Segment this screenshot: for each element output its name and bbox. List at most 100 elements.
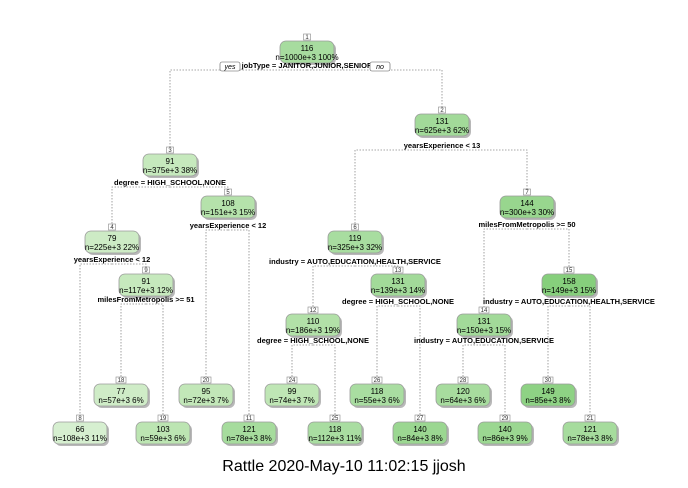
node-info-19: n=59e+3 6%	[140, 434, 185, 443]
edge-15-30	[547, 305, 569, 380]
edge-4-9	[112, 263, 147, 270]
node-box-18	[93, 383, 149, 407]
node-number-box-7	[523, 188, 531, 196]
node-number-box-29	[499, 414, 511, 422]
node-box-30	[520, 383, 576, 407]
node-number-box-2	[438, 106, 446, 114]
edge-5-20	[205, 229, 228, 380]
node-info-24: n=74e+3 7%	[269, 396, 314, 405]
edge-5-11	[228, 229, 250, 418]
node-number-box-12	[307, 306, 319, 314]
node-number-box-6	[351, 223, 359, 231]
edge-7-14	[483, 228, 527, 310]
node-value-29: 140	[498, 425, 512, 434]
node-value-21: 121	[583, 425, 597, 434]
edge-2-7	[442, 149, 528, 192]
node-box-1	[279, 40, 335, 64]
node-info-27: n=84e+3 8%	[397, 434, 442, 443]
node-value-13: 131	[391, 277, 405, 286]
node-info-7: n=300e+3 30%	[500, 208, 554, 217]
node-number-box-19	[157, 414, 169, 422]
node-value-28: 120	[456, 387, 470, 396]
split-labels: jobType = JANITOR,JUNIOR,SENIORyearsExpe…	[74, 61, 655, 345]
node-box-11	[221, 421, 277, 445]
edge-3-5	[170, 186, 229, 192]
edge-3-4	[111, 186, 170, 227]
node-value-8: 66	[76, 425, 85, 434]
node-number-box-24	[286, 376, 298, 384]
node-box-9	[118, 273, 174, 297]
no-branch-box	[369, 61, 391, 72]
node-box-4	[84, 230, 140, 254]
node-box-3	[142, 153, 198, 177]
node-box-2	[414, 113, 470, 137]
node-info-5: n=151e+3 15%	[201, 208, 255, 217]
node-info-20: n=72e+3 7%	[183, 396, 228, 405]
node-value-14: 131	[477, 317, 491, 326]
node-value-26: 118	[371, 387, 384, 396]
node-number-25: 25	[332, 416, 339, 422]
node-value-18: 77	[117, 387, 126, 396]
node-number-box-18	[115, 376, 127, 384]
node-value-19: 103	[156, 425, 170, 434]
yes-branch-label: yes	[224, 64, 236, 71]
node-number-7: 7	[525, 190, 529, 196]
node-value-27: 140	[413, 425, 427, 434]
node-value-25: 118	[329, 425, 342, 434]
node-box-28	[435, 383, 491, 407]
node-number-26: 26	[374, 378, 381, 384]
edge-14-29	[484, 344, 506, 418]
split-label-12: degree = HIGH_SCHOOL,NONE	[257, 336, 369, 345]
node-info-6: n=325e+3 32%	[328, 243, 382, 252]
node-box-13	[370, 273, 426, 297]
node-info-4: n=225e+3 22%	[85, 243, 139, 252]
node-info-15: n=149e+3 15%	[542, 286, 596, 295]
edge-1-2	[307, 69, 443, 110]
node-number-box-30	[542, 376, 554, 384]
node-number-box-4	[108, 223, 116, 231]
edge-14-28	[462, 344, 484, 380]
edge-9-19	[146, 303, 164, 418]
edge-2-6	[354, 149, 442, 227]
node-number-18: 18	[118, 378, 125, 384]
edge-6-13	[355, 265, 399, 270]
edge-13-27	[398, 305, 421, 418]
node-info-13: n=139e+3 14%	[371, 286, 425, 295]
node-info-26: n=55e+3 6%	[354, 396, 399, 405]
node-number-box-5	[224, 188, 232, 196]
split-label-7: milesFromMetropolis >= 50	[478, 220, 575, 229]
split-label-4: yearsExperience < 12	[74, 255, 151, 264]
node-number-box-28	[457, 376, 469, 384]
split-label-2: yearsExperience < 13	[404, 141, 481, 150]
node-box-15	[541, 273, 597, 297]
node-number-19: 19	[160, 416, 167, 422]
edge-7-15	[527, 228, 570, 270]
split-label-5: yearsExperience < 12	[190, 221, 267, 230]
edge-15-21	[569, 305, 591, 418]
node-number-box-3	[166, 146, 174, 154]
edge-1-3	[169, 69, 307, 150]
node-number-29: 29	[502, 416, 509, 422]
node-info-1: n=1000e+3 100%	[275, 53, 338, 62]
node-number-21: 21	[587, 416, 594, 422]
node-value-30: 149	[541, 387, 555, 396]
node-number-6: 6	[353, 225, 357, 231]
node-value-12: 110	[307, 317, 320, 326]
node-info-14: n=150e+3 15%	[457, 326, 511, 335]
split-label-6: industry = AUTO,EDUCATION,HEALTH,SERVICE	[269, 257, 441, 266]
node-number-28: 28	[460, 378, 467, 384]
node-box-7	[499, 195, 555, 219]
split-label-9: milesFromMetropolis >= 51	[97, 295, 194, 304]
node-number-box-9	[142, 266, 150, 274]
